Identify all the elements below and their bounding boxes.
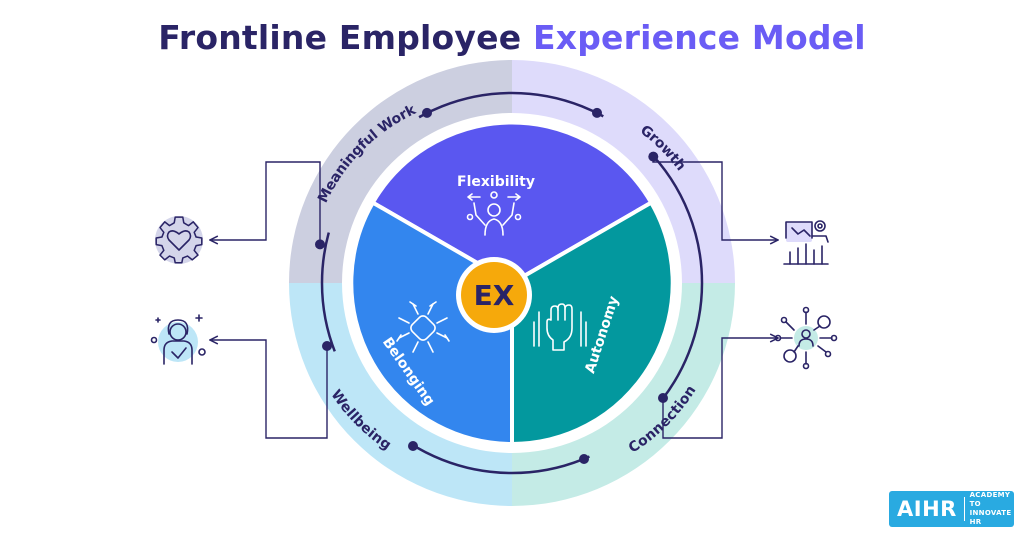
connector-dot <box>648 151 659 162</box>
connector-dots <box>315 107 668 464</box>
growth-label-bg <box>598 107 660 162</box>
ring-quadrant-bottom-left <box>289 283 512 506</box>
title-part-2: Experience Model <box>533 18 866 57</box>
logo-main-text: AIHR <box>897 497 957 521</box>
connector-ring <box>320 91 704 475</box>
pie-segment-autonomy <box>510 200 675 446</box>
connector-line-left-bottom <box>210 340 328 439</box>
connector-dot <box>592 107 602 118</box>
wellbeing-label-bg <box>325 347 416 453</box>
left-connectors <box>210 161 328 439</box>
growth-chart-icon <box>783 220 829 265</box>
connector-line-right-bottom <box>662 338 778 439</box>
aihr-logo: AIHR ACADEMY TO INNOVATE HR <box>889 491 1014 527</box>
mw-label-bg <box>318 108 425 236</box>
raised-fist-icon <box>533 303 587 351</box>
logo-divider <box>963 497 965 521</box>
heart-gear-icon <box>155 216 203 264</box>
connector-dot <box>315 239 325 250</box>
right-connectors <box>652 157 778 439</box>
outer-ring <box>289 60 735 506</box>
ring-quadrant-top-right <box>512 60 735 283</box>
connector-dot <box>422 107 432 118</box>
pie-segment-flexibility <box>370 120 654 285</box>
page-title: Frontline Employee Experience Model <box>0 18 1024 57</box>
ex-center-label: EX <box>474 279 515 312</box>
connector-dot <box>579 454 589 464</box>
connector-line-left-top <box>210 161 321 244</box>
logo-sub-text: ACADEMY TO INNOVATE HR <box>969 491 1012 526</box>
ring-quadrant-top-left <box>289 60 512 283</box>
connector-dot <box>408 441 418 451</box>
network-people-icon <box>774 306 838 370</box>
ex-center-disc <box>461 262 527 328</box>
title-part-1: Frontline Employee <box>158 18 522 57</box>
juggling-person-icon <box>466 191 522 236</box>
linked-hands-icon <box>396 301 450 353</box>
segment-label-flexibility: Flexibility <box>457 174 535 190</box>
happy-person-icon <box>150 314 206 365</box>
inner-pie <box>349 120 675 446</box>
ring-quadrant-bottom-right <box>512 283 735 506</box>
connector-line-right-top <box>652 157 778 240</box>
